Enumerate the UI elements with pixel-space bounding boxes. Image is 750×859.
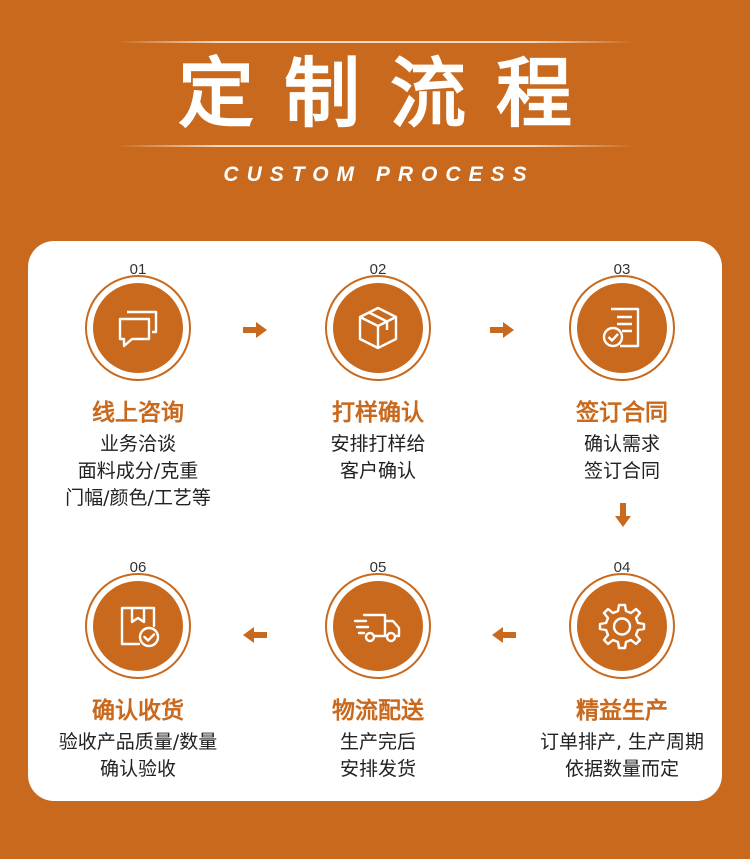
step-description: 验收产品质量/数量 确认验收 [28, 729, 248, 783]
step-description: 确认需求 签订合同 [512, 431, 732, 485]
step-description-line: 确认验收 [99, 758, 176, 780]
step-number: 06 [129, 559, 147, 576]
step-title: 打样确认 [332, 400, 424, 426]
step-description-line: 验收产品质量/数量 [58, 731, 218, 753]
step-number: 05 [369, 559, 387, 576]
chat-bubbles-icon [93, 283, 183, 373]
step-number: 03 [613, 261, 631, 278]
step-title: 线上咨询 [92, 400, 184, 426]
step-icon-ring [569, 573, 675, 679]
arrow-down-icon [615, 503, 631, 527]
process-card: 01 线上咨询 业务洽谈 面料成分/克重 门幅/颜色/工艺等 02 [28, 241, 722, 801]
step-icon-ring [325, 275, 431, 381]
page-title: 定制流程 [178, 49, 602, 138]
arrow-left-icon [492, 627, 516, 643]
gear-icon [577, 581, 667, 671]
contract-document-icon [577, 283, 667, 373]
step-description-line: 业务洽谈 [99, 433, 176, 455]
step-number: 01 [129, 261, 147, 278]
page-subtitle: CUSTOM PROCESS [223, 163, 535, 186]
step-description-line: 依据数量而定 [564, 758, 679, 780]
step-description: 生产完后 安排发货 [268, 729, 488, 783]
step-description-line: 面料成分/克重 [77, 460, 199, 482]
step-title: 精益生产 [576, 698, 668, 724]
header: 定制流程 CUSTOM PROCESS [0, 0, 750, 230]
delivery-truck-icon [333, 581, 423, 671]
arrow-left-icon [243, 627, 267, 643]
step-title: 物流配送 [332, 698, 424, 724]
step-description: 业务洽谈 面料成分/克重 门幅/颜色/工艺等 [28, 431, 248, 512]
step-number: 02 [369, 261, 387, 278]
header-divider-top [115, 41, 635, 43]
step-icon-ring [325, 573, 431, 679]
step-number: 04 [613, 559, 631, 576]
step-description-line: 门幅/颜色/工艺等 [65, 487, 211, 509]
step-description-line: 确认需求 [583, 433, 660, 455]
arrow-right-icon [490, 322, 514, 338]
step-description: 安排打样给 客户确认 [268, 431, 488, 485]
step-icon-ring [85, 275, 191, 381]
step-icon-ring [569, 275, 675, 381]
step-description: 订单排产, 生产周期 依据数量而定 [512, 729, 732, 783]
received-package-icon [93, 581, 183, 671]
step-description-line: 安排发货 [339, 758, 416, 780]
step-description-line: 生产完后 [339, 731, 416, 753]
header-divider-bottom [115, 145, 635, 147]
step-description-line: 客户确认 [339, 460, 416, 482]
sample-box-icon [333, 283, 423, 373]
step-description-line: 签订合同 [583, 460, 660, 482]
arrow-right-icon [243, 322, 267, 338]
step-description-line: 订单排产, 生产周期 [539, 731, 705, 753]
step-icon-ring [85, 573, 191, 679]
step-description-line: 安排打样给 [330, 433, 426, 455]
step-title: 确认收货 [92, 698, 184, 724]
step-title: 签订合同 [576, 400, 668, 426]
